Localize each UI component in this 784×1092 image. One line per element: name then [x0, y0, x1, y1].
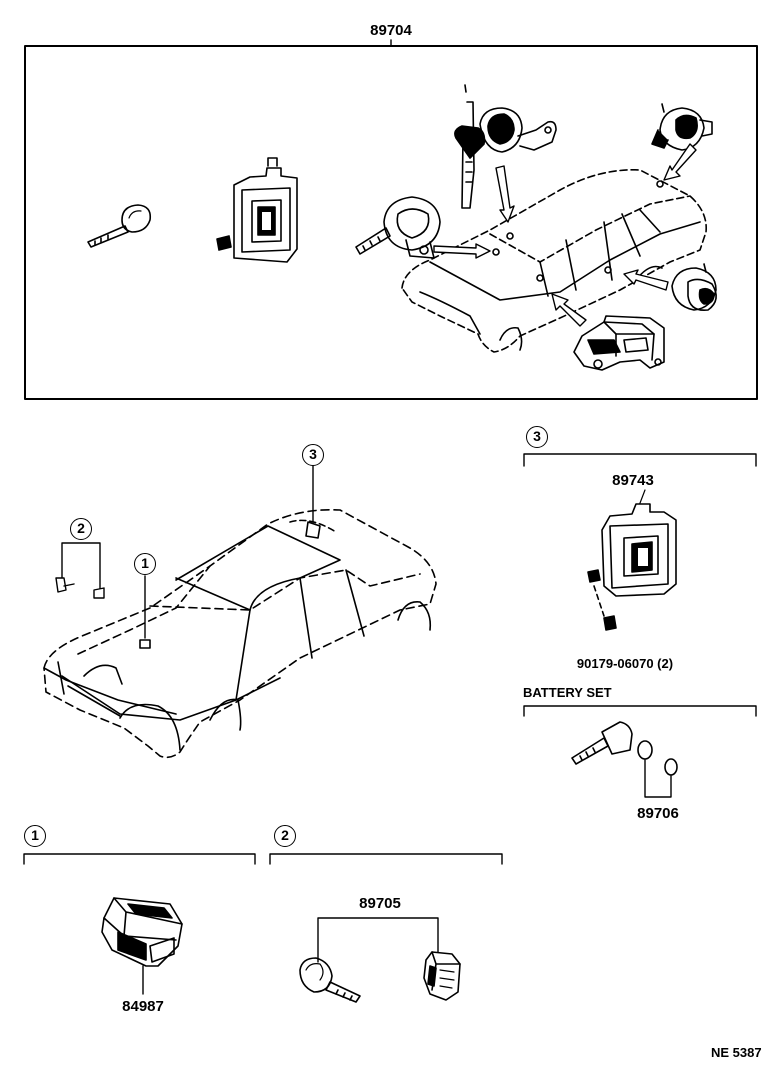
section-2-leaders	[317, 917, 439, 963]
section-1-part-number: 84987	[122, 998, 164, 1015]
section-2-bracket	[269, 853, 503, 865]
rear-door-lock-icon	[671, 263, 717, 312]
car-callout-3: 3	[302, 444, 324, 466]
battery-cells-icon	[637, 740, 678, 798]
section-3-receiver-icon	[587, 489, 677, 631]
callout-leaders	[55, 465, 314, 639]
receiver-unit-icon	[216, 157, 298, 263]
top-assembly-part-number: 89704	[370, 22, 412, 39]
section-2-part-number: 89705	[359, 895, 401, 912]
section-1-marker: 1	[24, 825, 46, 847]
trunk-lock-icon	[651, 103, 713, 151]
top-car-body-icon	[401, 169, 707, 353]
car-body-main-icon	[43, 508, 437, 759]
battery-set-title: BATTERY SET	[523, 685, 612, 700]
battery-set-key-icon	[571, 721, 633, 765]
section-2-key-icon	[299, 957, 361, 1003]
location-arrows	[433, 143, 697, 327]
section-3-bolt-part: 90179-06070 (2)	[576, 656, 674, 671]
battery-set-part-number: 89706	[637, 805, 679, 822]
key-icon	[87, 204, 152, 248]
door-lock-actuator-icon	[573, 315, 665, 371]
section-3-bracket	[523, 453, 757, 467]
section-3-part-number: 89743	[612, 472, 654, 489]
battery-set-bracket	[523, 705, 757, 717]
diagram-code: NE 5387	[711, 1045, 762, 1060]
ignition-cylinder-icon	[454, 84, 557, 209]
section-2-lock-icon	[423, 951, 461, 1001]
car-callout-1: 1	[134, 553, 156, 575]
section-1-bracket	[23, 853, 256, 865]
section-1-part-icon	[101, 897, 183, 995]
section-3-marker: 3	[526, 426, 548, 448]
top-assembly-frame	[24, 39, 758, 400]
section-2-marker: 2	[274, 825, 296, 847]
car-callout-2: 2	[70, 518, 92, 540]
door-lock-cylinder-icon	[355, 196, 441, 259]
